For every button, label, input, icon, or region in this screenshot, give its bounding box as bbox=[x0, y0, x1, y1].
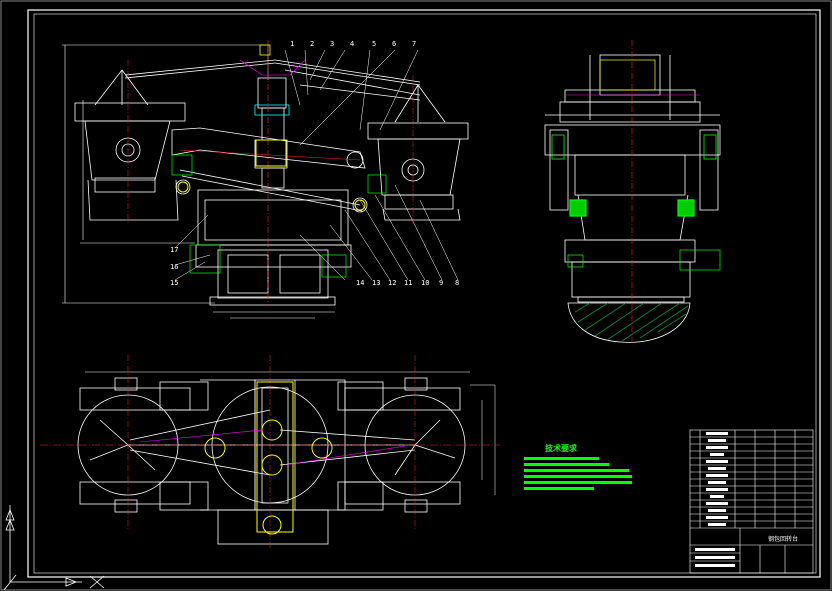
front-view-accents bbox=[127, 40, 414, 305]
callout-5: 5 bbox=[372, 40, 376, 48]
callout-15: 15 bbox=[170, 279, 178, 287]
callout-1: 1 bbox=[290, 40, 294, 48]
front-view bbox=[62, 44, 469, 319]
tech-req-line-4 bbox=[524, 475, 632, 478]
title-block-name: 钢包回转台 bbox=[768, 535, 798, 543]
ucs-axis-icon bbox=[3, 505, 82, 591]
callout-7: 7 bbox=[412, 40, 416, 48]
tech-req-title: 技术要求 bbox=[545, 443, 578, 453]
title-block bbox=[689, 429, 814, 574]
title-block-text-marks bbox=[695, 432, 735, 567]
callout-9: 9 bbox=[439, 279, 443, 287]
callout-4: 4 bbox=[350, 40, 354, 48]
tech-req-line-2 bbox=[524, 463, 609, 466]
callout-6: 6 bbox=[392, 40, 396, 48]
callout-labels: 1 2 3 4 5 6 7 17 16 15 14 13 12 11 10 9 … bbox=[170, 40, 459, 287]
callout-3: 3 bbox=[330, 40, 334, 48]
callout-13: 13 bbox=[372, 279, 380, 287]
side-view-accents bbox=[551, 40, 721, 345]
drawing-inner-border bbox=[33, 13, 817, 574]
plan-view-accents bbox=[40, 355, 500, 550]
callout-17: 17 bbox=[170, 246, 178, 254]
callout-12: 12 bbox=[388, 279, 396, 287]
drawing-border bbox=[27, 9, 821, 578]
callout-14: 14 bbox=[356, 279, 364, 287]
callout-2: 2 bbox=[310, 40, 314, 48]
callout-11: 11 bbox=[404, 279, 412, 287]
crosshair-icon bbox=[89, 575, 105, 589]
tech-requirements: 技术要求 bbox=[524, 443, 632, 490]
tech-req-line-5 bbox=[524, 481, 632, 484]
callout-10: 10 bbox=[421, 279, 429, 287]
tech-req-line-1 bbox=[524, 457, 599, 460]
plan-view bbox=[77, 371, 496, 545]
callout-8: 8 bbox=[455, 279, 459, 287]
tech-req-line-3 bbox=[524, 469, 629, 472]
callout-16: 16 bbox=[170, 263, 178, 271]
side-view bbox=[544, 54, 721, 303]
tech-req-line-6 bbox=[524, 487, 594, 490]
side-view-foundation bbox=[567, 302, 691, 343]
